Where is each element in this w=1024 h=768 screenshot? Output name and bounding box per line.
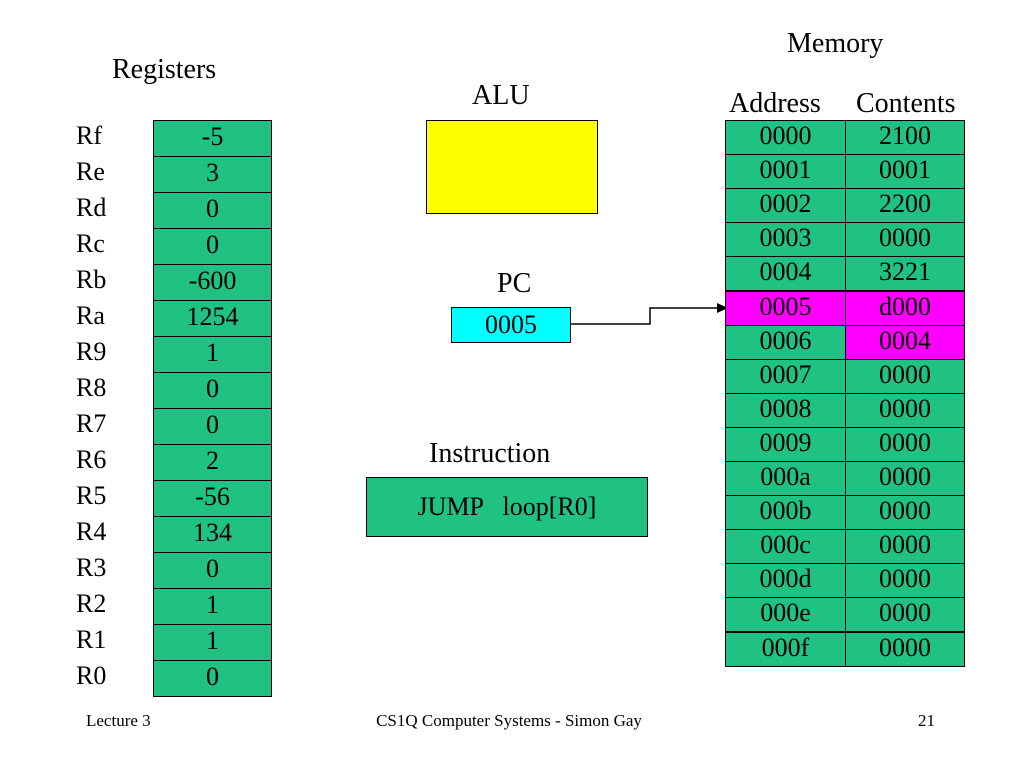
register-name: Rb	[76, 265, 107, 294]
memory-contents-cell: d000	[845, 290, 965, 326]
footer-lecture: Lecture 3	[86, 711, 151, 730]
memory-address-cell: 0004	[725, 256, 846, 292]
memory-contents-cell: 0001	[845, 154, 965, 190]
memory-contents-header: Contents	[856, 88, 956, 119]
register-name: R6	[76, 445, 107, 474]
memory-contents-cell: 0000	[845, 392, 965, 428]
alu-box	[426, 120, 598, 214]
register-name: Rc	[76, 229, 105, 258]
register-name: R0	[76, 661, 107, 690]
memory-address-cell: 000f	[725, 631, 846, 667]
memory-title: Memory	[787, 28, 884, 59]
memory-contents-cell: 0000	[845, 426, 965, 462]
register-name: Rd	[76, 193, 107, 222]
register-value: 3	[153, 156, 272, 193]
memory-address-cell: 000a	[725, 461, 846, 497]
register-name: R5	[76, 481, 107, 510]
memory-address-cell: 0001	[725, 154, 846, 190]
register-name: R9	[76, 337, 107, 366]
register-value: 2	[153, 444, 272, 481]
alu-title: ALU	[472, 80, 530, 111]
register-name: R8	[76, 373, 107, 402]
memory-address-cell: 000d	[725, 563, 846, 599]
memory-address-cell: 0005	[725, 290, 846, 326]
memory-address-cell: 000c	[725, 529, 846, 565]
register-value: 1254	[153, 300, 272, 337]
memory-address-cell: 0002	[725, 188, 846, 224]
memory-contents-cell: 2100	[845, 120, 965, 156]
memory-contents-cell: 0000	[845, 529, 965, 565]
memory-address-cell: 000e	[725, 597, 846, 633]
register-name: Ra	[76, 301, 105, 330]
memory-contents-cell: 0000	[845, 222, 965, 258]
register-name: R2	[76, 589, 107, 618]
memory-contents-cell: 0000	[845, 597, 965, 633]
register-name: R4	[76, 517, 107, 546]
register-value: 1	[153, 336, 272, 373]
pc-value: 0005	[451, 307, 571, 343]
registers-title: Registers	[112, 54, 217, 85]
register-value: 1	[153, 588, 272, 625]
memory-address-cell: 000b	[725, 495, 846, 531]
memory-contents-cell: 0000	[845, 563, 965, 599]
memory-contents-cell: 3221	[845, 256, 965, 292]
footer-course: CS1Q Computer Systems - Simon Gay	[376, 711, 642, 730]
register-name: Rf	[76, 121, 102, 150]
memory-address-cell: 0008	[725, 392, 846, 428]
memory-contents-cell: 0000	[845, 495, 965, 531]
memory-address-cell: 0000	[725, 120, 846, 156]
register-name: R1	[76, 625, 107, 654]
register-value: 134	[153, 516, 272, 553]
memory-address-cell: 0009	[725, 426, 846, 462]
register-value: 0	[153, 372, 272, 409]
register-name: R3	[76, 553, 107, 582]
register-value: -56	[153, 480, 272, 517]
memory-contents-cell: 0000	[845, 631, 965, 667]
register-value: 0	[153, 552, 272, 589]
register-name: Re	[76, 157, 105, 186]
register-name: R7	[76, 409, 107, 438]
instruction-title: Instruction	[429, 438, 551, 469]
register-value: -5	[153, 120, 272, 157]
register-value: 0	[153, 228, 272, 265]
pc-pointer-arrow	[571, 303, 728, 325]
register-value: 1	[153, 624, 272, 661]
pc-title: PC	[497, 268, 532, 299]
memory-address-cell: 0006	[725, 324, 846, 360]
register-value: 0	[153, 192, 272, 229]
memory-contents-cell: 0004	[845, 324, 965, 360]
memory-contents-cell: 0000	[845, 358, 965, 394]
register-value: 0	[153, 660, 272, 697]
instruction-value: JUMP loop[R0]	[366, 477, 648, 537]
register-value: 0	[153, 408, 272, 445]
register-value: -600	[153, 264, 272, 301]
memory-contents-cell: 0000	[845, 461, 965, 497]
memory-address-header: Address	[729, 88, 821, 119]
footer-page-number: 21	[918, 711, 935, 730]
memory-address-cell: 0007	[725, 358, 846, 394]
memory-address-cell: 0003	[725, 222, 846, 258]
memory-contents-cell: 2200	[845, 188, 965, 224]
